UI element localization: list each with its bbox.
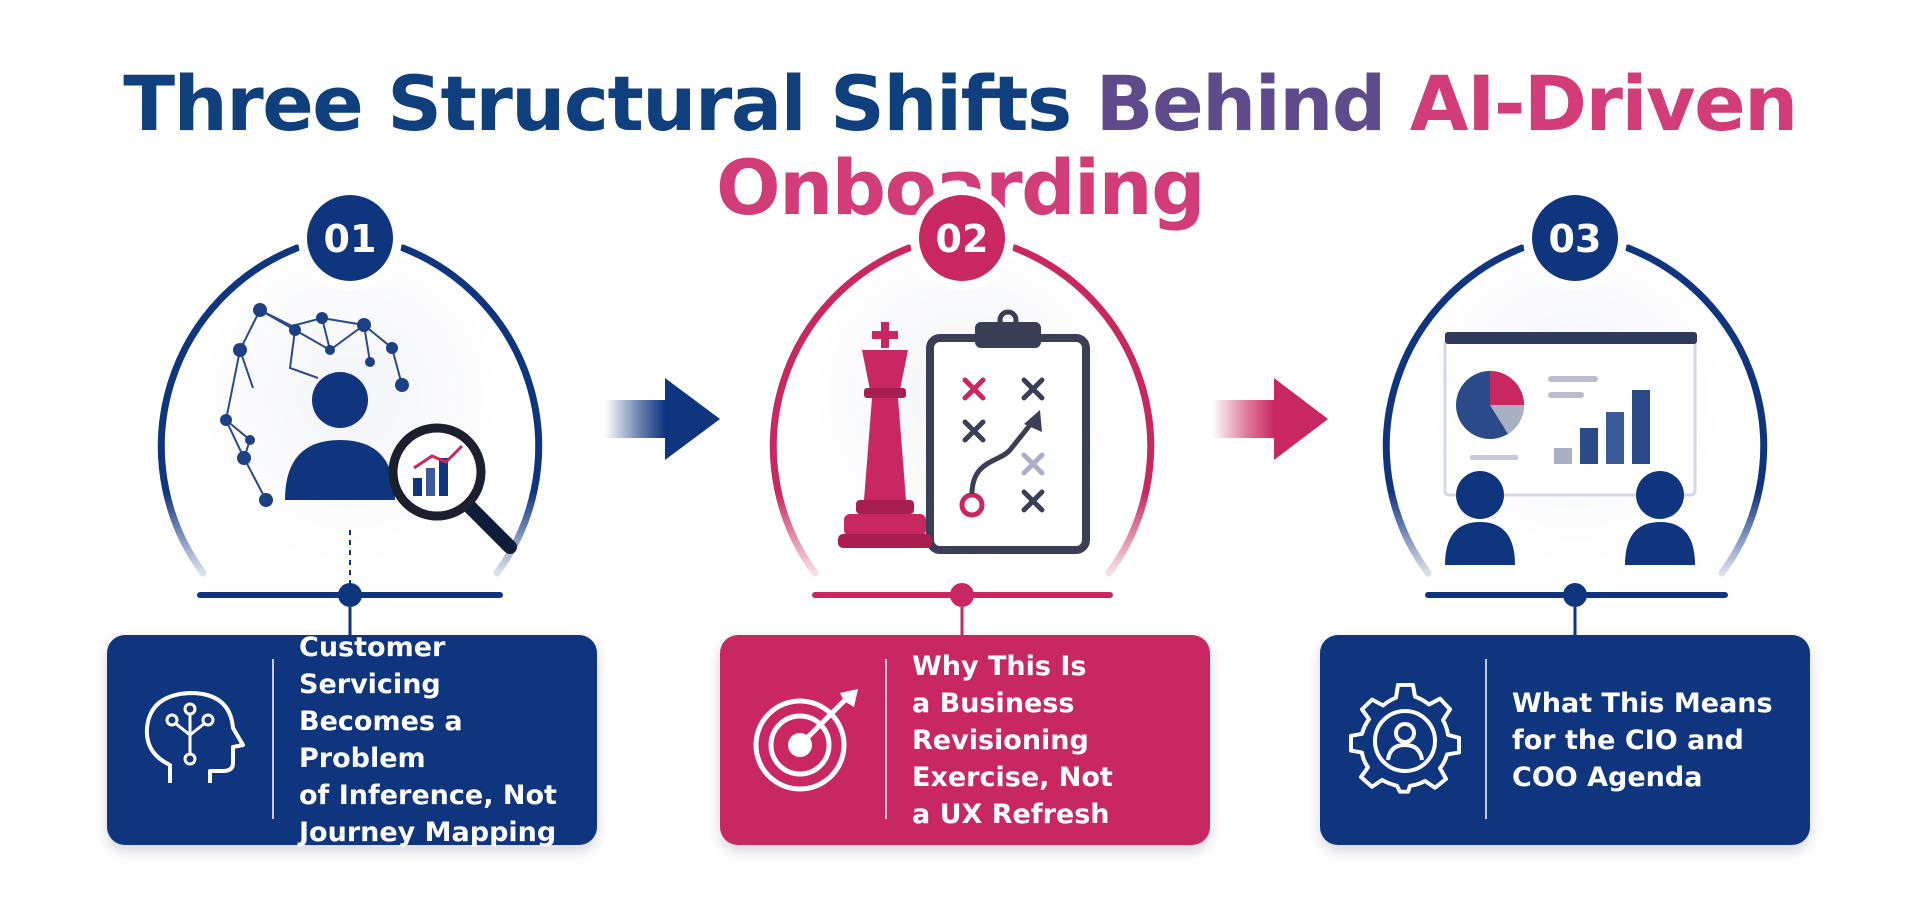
chess-king-strategy-board-icon [838, 309, 1090, 554]
step-3-badge: 03 [1523, 186, 1627, 290]
card-divider [272, 659, 274, 819]
step-1-card: Customer Servicing Becomes a Problem of … [107, 632, 597, 848]
step-2-number: 02 [936, 217, 989, 261]
brain-network-icon [144, 691, 245, 783]
step-2-badge: 02 [910, 186, 1014, 290]
card-divider [885, 659, 887, 819]
step-3 [1382, 225, 1768, 637]
card-divider [1485, 659, 1487, 819]
title-part-2: Behind [1095, 59, 1410, 148]
step-2-card: Why This Is a Business Revisioning Exerc… [720, 635, 1210, 845]
step-2 [769, 225, 1155, 637]
page-title: Three Structural Shifts Behind AI-Driven… [0, 62, 1920, 229]
target-arrow-icon [753, 689, 858, 792]
step-1 [157, 225, 543, 637]
customer-network-magnifier-icon [220, 303, 517, 554]
step-2-label: Why This Is a Business Revisioning Exerc… [912, 650, 1113, 830]
step-3-label: What This Means for the CIO and COO Agen… [1512, 687, 1773, 793]
step-3-card: What This Means for the CIO and COO Agen… [1320, 635, 1810, 845]
gear-user-icon [1349, 683, 1461, 794]
title-part-1: Three Structural Shifts [123, 59, 1096, 148]
step-1-badge: 01 [298, 186, 402, 290]
flow-arrow-2-icon [1212, 378, 1328, 460]
dashboard-presentation-icon [1443, 332, 1697, 565]
title-part-3: AI-Driven Onboarding [716, 59, 1798, 229]
step-1-label: Customer Servicing Becomes a Problem of … [299, 632, 557, 848]
step-3-number: 03 [1549, 217, 1602, 261]
step-1-number: 01 [324, 217, 377, 261]
flow-arrow-1-icon [605, 378, 720, 460]
